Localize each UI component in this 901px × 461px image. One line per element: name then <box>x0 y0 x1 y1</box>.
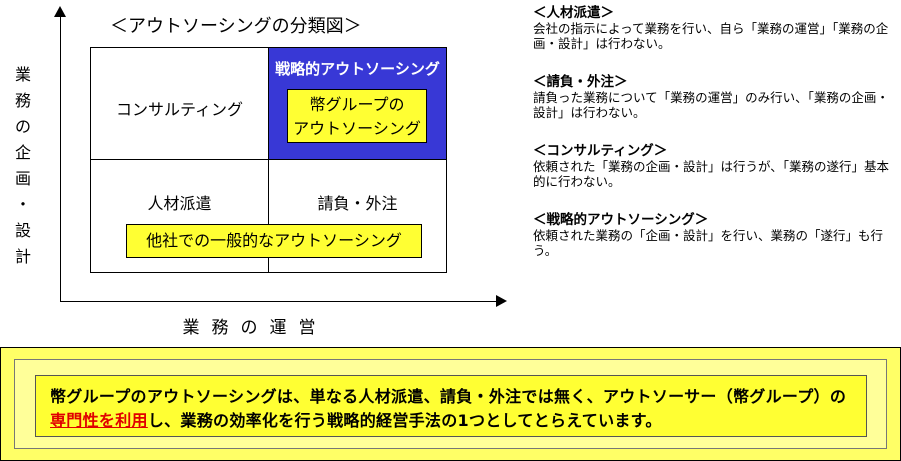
general-outsourcing-box: 他社での一般的なアウトソーシング <box>126 224 422 258</box>
consulting-label: コンサルティング <box>115 100 244 119</box>
group-outsourcing-line2: アウトソーシング <box>293 119 421 138</box>
x-axis-line <box>60 301 500 302</box>
y-axis-char: 企 <box>14 143 31 162</box>
definition-contracting: ＜請負・外注＞ 請負った業務について「業務の運営」のみ行い、「業務の企画・設計」… <box>533 74 893 121</box>
definition-staffing: ＜人材派遣＞ 会社の指示によって業務を行い、自ら「業務の運営」「業務の企画・設計… <box>533 5 893 52</box>
y-axis-char: 務 <box>14 91 31 110</box>
y-axis-char: 設 <box>14 221 31 240</box>
definition-text: 請負った業務について「業務の運営」のみ行い、「業務の企画・設計」は行わない。 <box>533 90 889 120</box>
group-outsourcing-line1: 幣グループの <box>309 95 405 114</box>
grid-vertical-divider <box>268 47 269 273</box>
y-axis-char: 業 <box>14 65 31 84</box>
definition-text: 会社の指示によって業務を行い、自ら「業務の運営」「業務の企画・設計」は行わない。 <box>533 21 889 51</box>
definition-title: ＜戦略的アウトソーシング＞ <box>533 212 709 228</box>
y-axis-char: の <box>14 117 31 136</box>
definition-strategic: ＜戦略的アウトソーシング＞ 依頼された業務の「企画・設計」を行い、業務の「遂行」… <box>533 212 893 259</box>
summary-text-after: し、業務の効率化を行う戦略的経営手法の1つとしてとらえています。 <box>147 411 662 430</box>
definition-title: ＜人材派遣＞ <box>533 5 614 21</box>
definition-text: 依頼された「業務の企画・設計」は行うが、「業務の遂行」基本的に行わない。 <box>533 159 890 189</box>
summary-banner <box>35 375 867 437</box>
y-axis-char: ・ <box>14 195 31 214</box>
definition-title: ＜コンサルティング＞ <box>533 143 668 159</box>
y-axis-arrow-icon <box>54 6 66 17</box>
summary-highlight: 専門性を利用 <box>50 411 148 430</box>
strategic-outsourcing-header: 戦略的アウトソーシング <box>275 60 440 78</box>
y-axis-label: 業 務 の 企 画 ・ 設 計 <box>8 62 38 270</box>
y-axis-char: 計 <box>14 247 31 266</box>
x-axis-arrow-icon <box>496 295 507 307</box>
y-axis-char: 画 <box>14 169 31 188</box>
summary-text-before: 幣グループのアウトソーシングは、単なる人材派遣、請負・外注では無く、アウトソーサ… <box>50 387 847 406</box>
definition-title: ＜請負・外注＞ <box>533 74 628 90</box>
y-axis-line <box>60 10 61 302</box>
group-outsourcing-box: 幣グループの アウトソーシング <box>287 89 427 143</box>
diagram-title: ＜アウトソーシングの分類図＞ <box>110 16 362 37</box>
definition-consulting: ＜コンサルティング＞ 依頼された「業務の企画・設計」は行うが、「業務の遂行」基本… <box>533 143 893 190</box>
definition-text: 依頼された業務の「企画・設計」を行い、業務の「遂行」も行う。 <box>533 228 884 258</box>
contracting-label: 請負・外注 <box>317 194 398 213</box>
staffing-label: 人材派遣 <box>147 194 212 213</box>
x-axis-label: 業務の運営 <box>182 318 328 338</box>
summary-text: 幣グループのアウトソーシングは、単なる人材派遣、請負・外注では無く、アウトソーサ… <box>50 385 860 433</box>
definitions-panel: ＜人材派遣＞ 会社の指示によって業務を行い、自ら「業務の運営」「業務の企画・設計… <box>533 6 893 282</box>
